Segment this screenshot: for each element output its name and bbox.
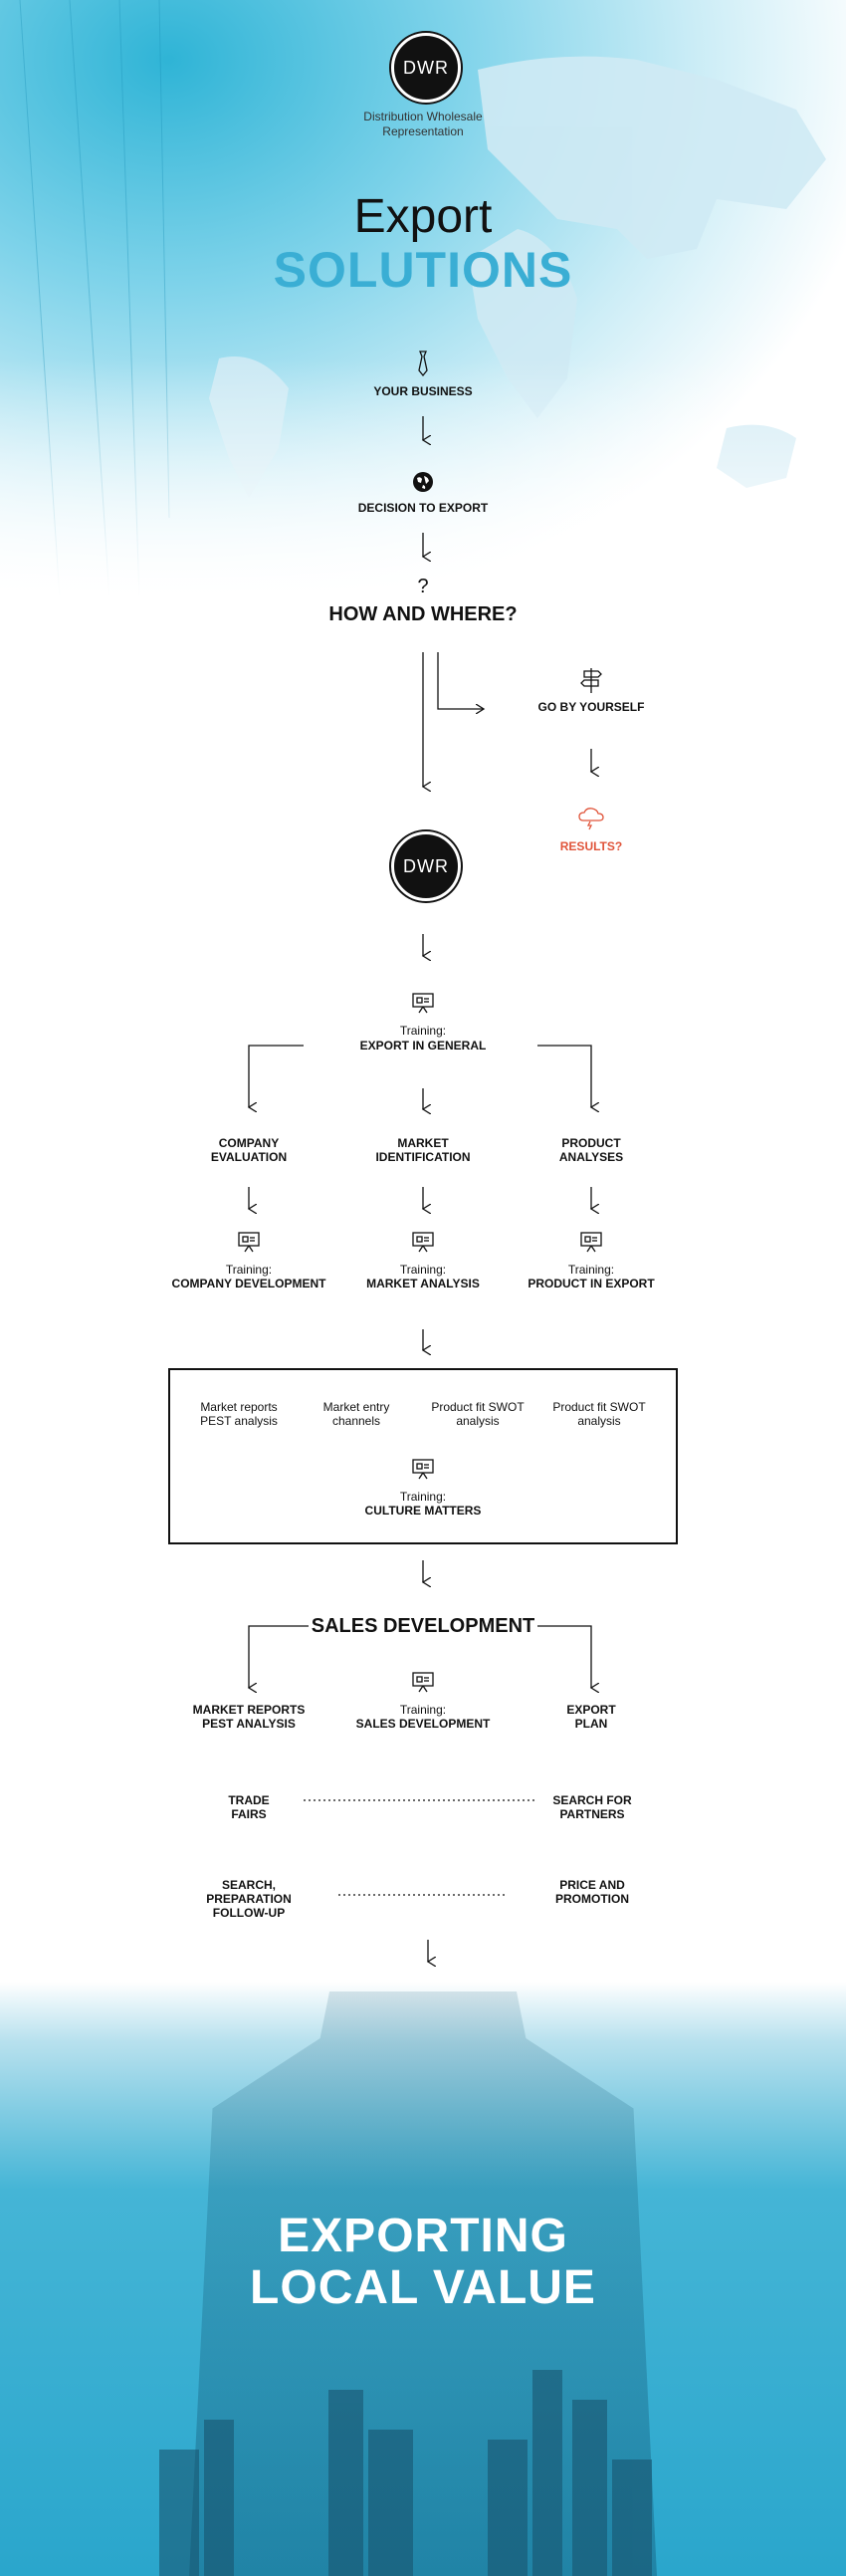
presentation-board-icon: [412, 993, 434, 1014]
training-export-in-general: EXPORT IN GENERAL: [359, 1039, 487, 1053]
step-results: RESULTS?: [559, 839, 623, 853]
how-and-where-heading: HOW AND WHERE?: [328, 603, 518, 625]
step-decision-to-export: DECISION TO EXPORT: [357, 501, 489, 515]
question-mark-icon: ?: [417, 576, 429, 597]
step-go-by-yourself: GO BY YOURSELF: [537, 700, 645, 714]
training-sales-development: Training:SALES DEVELOPMENT: [355, 1703, 491, 1731]
signpost-icon: [580, 668, 602, 693]
page-title: Export: [353, 190, 493, 243]
training-product-in-export: Training:PRODUCT IN EXPORT: [528, 1263, 655, 1290]
globe-icon: [413, 472, 433, 492]
analysis-box: [168, 1368, 678, 1544]
training-culture-matters: Training:CULTURE MATTERS: [364, 1490, 482, 1518]
dwr-logo: DWR: [391, 33, 461, 103]
city-skyline-graphic: [159, 2370, 652, 2576]
sales-development-heading: SALES DEVELOPMENT: [311, 1615, 535, 1637]
presentation-board-icon: [412, 1672, 434, 1693]
training-company-development: Training:COMPANY DEVELOPMENT: [171, 1263, 326, 1290]
presentation-board-icon: [412, 1459, 434, 1480]
step-your-business: YOUR BUSINESS: [373, 384, 473, 398]
presentation-board-icon: [412, 1232, 434, 1253]
presentation-board-icon: [580, 1232, 602, 1253]
presentation-board-icon: [238, 1232, 260, 1253]
dwr-logo-mid: DWR: [391, 831, 461, 901]
storm-cloud-icon: [578, 808, 604, 830]
page-title-accent: SOLUTIONS: [273, 242, 573, 298]
training-prefix: Training:: [399, 1024, 447, 1038]
necktie-icon: [418, 351, 428, 376]
training-market-analysis: Training:MARKET ANALYSIS: [366, 1263, 480, 1290]
footer-banner: [0, 1982, 846, 2576]
